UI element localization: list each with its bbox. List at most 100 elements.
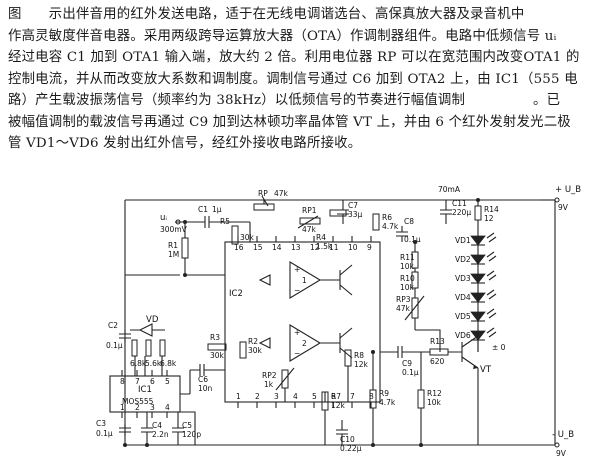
r8-label: R8 [354, 351, 364, 360]
svg-text:± 0: ± 0 [492, 343, 506, 352]
ir-transmitter-schematic: uᵢ 300mV C1 1μ R1 1M RP 47k RP1 47k R5 3… [96, 185, 581, 458]
r9-label: R9 [379, 389, 389, 398]
ub-bot-label: - U_B [552, 430, 574, 440]
capacitor-c9: C9 0.1μ [385, 346, 422, 377]
capacitor-c3: C3 0.1μ [96, 419, 131, 438]
potentiometer-rp1: RP1 47k [297, 206, 321, 234]
r10-label: R10 [400, 274, 415, 283]
potentiometer-rp3: RP3 47k [396, 295, 425, 321]
ic1-pin-number: 7 [135, 377, 140, 386]
c4-label: C4 [152, 421, 162, 430]
svg-text:−: − [294, 286, 300, 295]
c3-label: C3 [96, 419, 106, 428]
led-vd3: VD3 [455, 270, 497, 284]
c8-label: C8 [404, 217, 414, 226]
svg-text:+: + [294, 265, 300, 274]
led-vd1: VD1 [455, 232, 497, 246]
c7-label: C7 [348, 201, 358, 210]
ota1-label: 1 [302, 276, 307, 285]
ic2-pin-number: 10 [348, 243, 358, 252]
ic1-part: MOS555 [122, 397, 154, 406]
rp1-label: RP1 [302, 206, 317, 215]
led-label: VD3 [455, 274, 471, 283]
desc-line: 路）产生载波振荡信号（频率约为 38kHz）以低频信号的节奏进行幅值调制 。已 [8, 93, 561, 108]
r4-label: R4 [316, 233, 326, 242]
r7-value: 12k [331, 401, 346, 410]
svg-text:+: + [294, 328, 300, 337]
r8-value: 12k [354, 360, 369, 369]
r-b-value: 5.6k [145, 359, 162, 368]
r-a-value: 6.8k [130, 359, 147, 368]
r14-value: 12 [484, 214, 494, 223]
led-label: VD6 [455, 331, 471, 340]
led-vd5: VD5 [455, 308, 497, 322]
r1-value: 1M [168, 250, 179, 259]
ic1-pin-number: 1 [120, 403, 125, 412]
r10-value: 10k [400, 283, 415, 292]
ic1-label: IC1 [138, 385, 152, 395]
resistor-r3: R3 30k [207, 333, 227, 360]
desc-line: 图 示出伴音用的红外发送电路，适于在无线电调谐选台、高保真放大器及录音机中 [8, 7, 525, 22]
ic1-pin-number: 4 [165, 403, 170, 412]
r12-value: 10k [427, 398, 442, 407]
rp-value: 47k [274, 189, 289, 198]
c11-value: 220μ [452, 208, 471, 217]
ic2-pin-number: 2 [255, 392, 260, 401]
r6-value: 4.7k [382, 222, 399, 231]
led-label: VD4 [455, 293, 471, 302]
ic2-pin-number: 5 [312, 392, 317, 401]
wire [110, 200, 556, 445]
ic2-pin-number: 4 [293, 392, 298, 401]
resistor-r13: R13 620 [422, 337, 462, 366]
ui-level-label: 300mV [160, 225, 188, 234]
capacitor-c2: C2 0.1μ [106, 321, 131, 350]
current-label: 70mA [438, 185, 461, 194]
ic2-pin-number: 12 [310, 243, 320, 252]
c10-value: 0.22μ [340, 444, 362, 453]
c4-value: 2.2n [152, 430, 169, 439]
supply-positive: + U_B 9V [540, 185, 581, 212]
r1-label: R1 [168, 241, 178, 250]
ub-top-label: + U_B [555, 185, 581, 195]
ic2-label: IC2 [229, 289, 243, 299]
c11-label: C11 [452, 199, 467, 208]
c10-label: C10 [340, 435, 355, 444]
led-vd4: VD4 [455, 289, 497, 303]
ub-bot-value: 9V [556, 449, 567, 458]
rp-label: RP [258, 189, 268, 198]
r3-value: 30k [210, 351, 225, 360]
rp2-label: RP2 [262, 371, 277, 380]
r2-label: R2 [248, 337, 258, 346]
r6-label: R6 [382, 213, 392, 222]
c1-label: C1 [198, 205, 208, 214]
c2-value: 0.1μ [106, 341, 123, 350]
desc-line: 管 VD1～VD6 发射出红外信号，经红外接收电路所接收。 [8, 136, 362, 151]
vt-label: VT [480, 365, 492, 375]
resistor-bank-ic1: 6.8k 5.6k 6.8k [130, 339, 177, 368]
ic2-pin-number: 13 [291, 243, 301, 252]
desc-line: 经过电容 C1 加到 OTA1 输入端，放大约 2 倍。利用电位器 RP 可以在… [8, 50, 580, 65]
r11-label: R11 [400, 253, 415, 262]
ic1-pin-number: 5 [165, 377, 170, 386]
c2-label: C2 [108, 321, 118, 330]
r2-value: 30k [248, 346, 263, 355]
ic1-pin-number: 8 [120, 377, 125, 386]
ic2-pin-number: 9 [367, 243, 372, 252]
ic2-pin-number: 14 [272, 243, 282, 252]
resistor-r14: R14 12 [474, 200, 499, 228]
ic2-pin-number: 11 [329, 243, 339, 252]
desc-line: 控制电流，并从而改变放大系数和调制度。调制信号通过 C6 加到 OTA2 上，由… [8, 71, 578, 87]
r13-value: 620 [430, 357, 445, 366]
capacitor-c6: C6 10n [190, 364, 215, 393]
r-c-value: 6.8k [160, 359, 177, 368]
resistor-r5: R5 30k [220, 217, 255, 245]
ota2-symbol: + − 2 [289, 324, 322, 362]
resistor-r6: R6 4.7k [372, 213, 399, 231]
ic2-pin-number: 6 [331, 392, 336, 401]
led-label: VD2 [455, 255, 471, 264]
resistor-r12: R12 10k [417, 352, 442, 445]
rp3-value: 47k [396, 304, 411, 313]
